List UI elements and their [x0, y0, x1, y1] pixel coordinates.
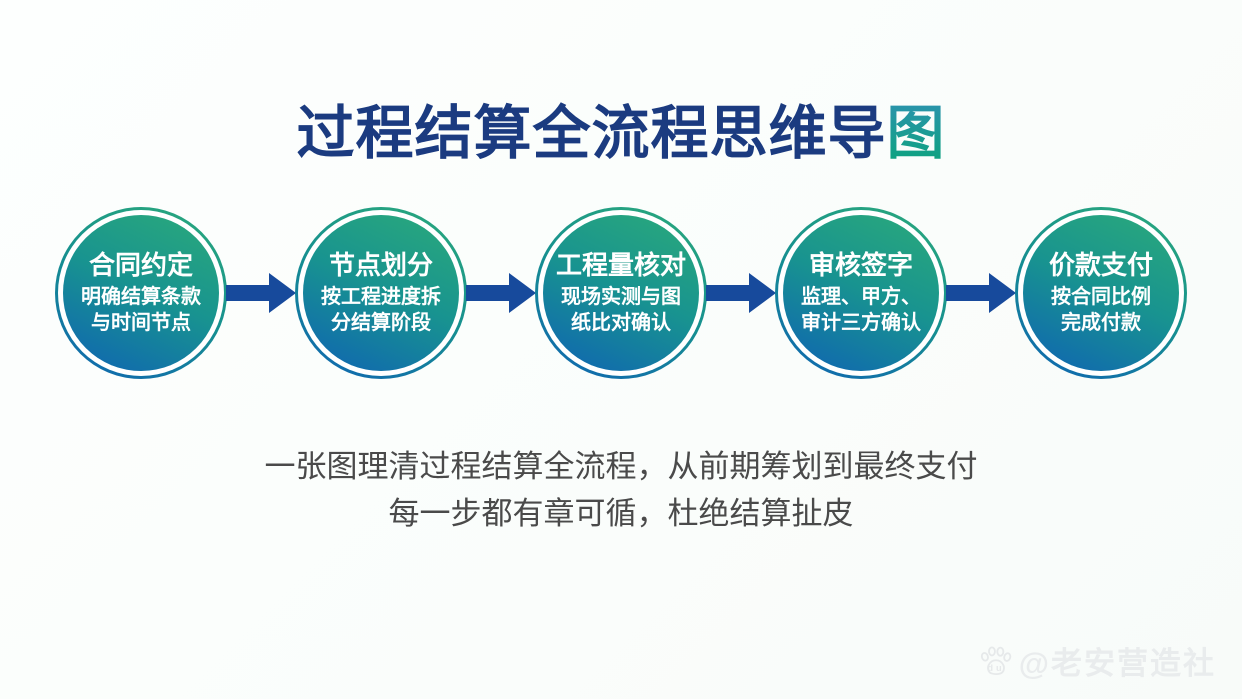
watermark: du @老安营造社: [978, 638, 1216, 683]
step-circle: 工程量核对 现场实测与图 纸比对确认: [543, 215, 699, 371]
flow-arrow-icon: [706, 273, 776, 313]
step-desc-line2: 审计三方确认: [801, 312, 921, 334]
flow-step-quantity-check: 工程量核对 现场实测与图 纸比对确认: [535, 207, 707, 379]
step-title: 节点划分: [328, 250, 433, 280]
caption-line2: 每一步都有章可循，杜绝结算扯皮: [388, 496, 854, 531]
caption-line1: 一张图理清过程结算全流程，从前期筹划到最终支付: [264, 449, 978, 484]
step-circle-ring: 节点划分 按工程进度拆 分结算阶段: [298, 210, 464, 376]
step-desc-line2: 分结算阶段: [331, 312, 431, 334]
flow-arrow-icon: [946, 273, 1016, 313]
step-desc-line1: 现场实测与图: [561, 286, 681, 308]
step-circle-ring: 审核签字 监理、甲方、 审计三方确认: [778, 210, 944, 376]
step-circle: 审核签字 监理、甲方、 审计三方确认: [783, 215, 939, 371]
step-title: 工程量核对: [555, 250, 686, 280]
step-desc-line1: 监理、甲方、: [801, 286, 921, 308]
caption: 一张图理清过程结算全流程，从前期筹划到最终支付 每一步都有章可循，杜绝结算扯皮: [0, 443, 1242, 537]
page-title-main: 过程结算全流程思维导: [296, 101, 887, 166]
step-circle: 合同约定 明确结算条款 与时间节点: [63, 215, 219, 371]
step-circle-ring: 价款支付 按合同比例 完成付款: [1018, 210, 1184, 376]
step-circle-ring: 工程量核对 现场实测与图 纸比对确认: [538, 210, 704, 376]
step-desc-line2: 与时间节点: [91, 312, 191, 334]
step-circle-ring: 合同约定 明确结算条款 与时间节点: [58, 210, 224, 376]
step-desc-line1: 按工程进度拆: [321, 286, 441, 308]
flow-arrow-icon: [466, 273, 536, 313]
step-desc-line2: 完成付款: [1061, 312, 1141, 334]
step-desc-line1: 明确结算条款: [81, 286, 201, 308]
baidu-paw-icon: du: [980, 645, 1012, 675]
flow-arrow-icon: [226, 273, 296, 313]
flow-step-review-sign: 审核签字 监理、甲方、 审计三方确认: [775, 207, 947, 379]
page-title: 过程结算全流程思维导图: [0, 86, 1242, 170]
flow-step-milestones: 节点划分 按工程进度拆 分结算阶段: [295, 207, 467, 379]
process-flow: 合同约定 明确结算条款 与时间节点 节点划分 按工程进度拆 分结算阶段: [0, 207, 1242, 379]
flow-step-payment: 价款支付 按合同比例 完成付款: [1015, 207, 1187, 379]
step-title: 合同约定: [88, 250, 193, 280]
flow-step-contract: 合同约定 明确结算条款 与时间节点: [55, 207, 227, 379]
step-title: 价款支付: [1048, 250, 1153, 280]
watermark-text: @老安营造社: [1018, 646, 1216, 681]
step-desc-line2: 纸比对确认: [571, 312, 671, 334]
step-circle: 节点划分 按工程进度拆 分结算阶段: [303, 215, 459, 371]
baidu-paw-label: du: [987, 662, 1004, 672]
step-title: 审核签字: [808, 250, 913, 280]
page-title-accent: 图: [886, 101, 946, 166]
step-desc-line1: 按合同比例: [1051, 286, 1151, 308]
step-circle: 价款支付 按合同比例 完成付款: [1023, 215, 1179, 371]
